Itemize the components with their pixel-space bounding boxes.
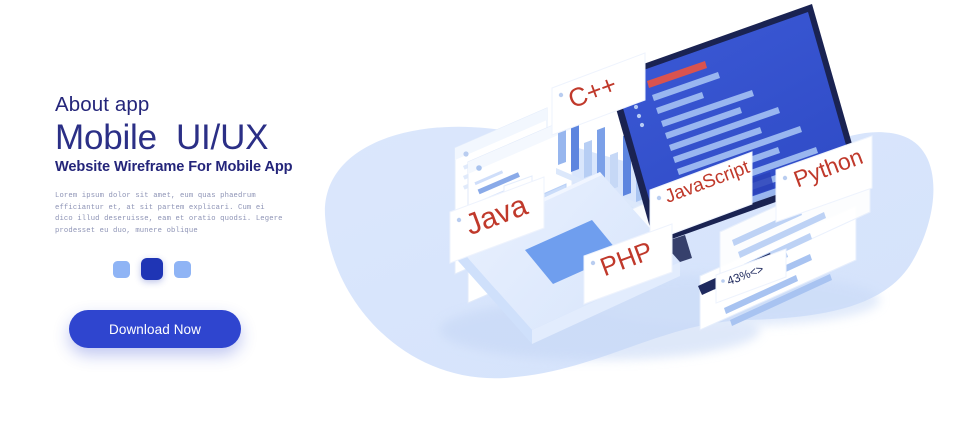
illustration-container: C++ Python JavaScript Java PHP 43%<> bbox=[300, 0, 957, 446]
label-card-javascript bbox=[649, 151, 753, 243]
hero-text-column: About app Mobile UI/UX Website Wireframe… bbox=[55, 94, 355, 238]
label-card-php bbox=[583, 223, 673, 305]
label-card-cpp bbox=[551, 52, 646, 136]
pagination-dot-2[interactable] bbox=[141, 258, 163, 280]
pagination-dot-1[interactable] bbox=[113, 260, 130, 278]
download-now-button[interactable]: Download Now bbox=[69, 310, 241, 348]
illustration-svg bbox=[324, 4, 934, 379]
hero-eyebrow: About app bbox=[55, 93, 150, 116]
label-card-java bbox=[449, 176, 545, 264]
label-card-progress-badge bbox=[715, 248, 787, 304]
pagination-dot-3[interactable] bbox=[174, 260, 191, 278]
page-title: Mobile UI/UX bbox=[55, 117, 269, 157]
hero-paragraph: Lorem ipsum dolor sit amet, eum quas pha… bbox=[55, 191, 283, 235]
pagination-dots[interactable] bbox=[113, 258, 191, 280]
hero-subtitle: Website Wireframe For Mobile App bbox=[55, 158, 293, 175]
label-card-python bbox=[775, 135, 873, 223]
